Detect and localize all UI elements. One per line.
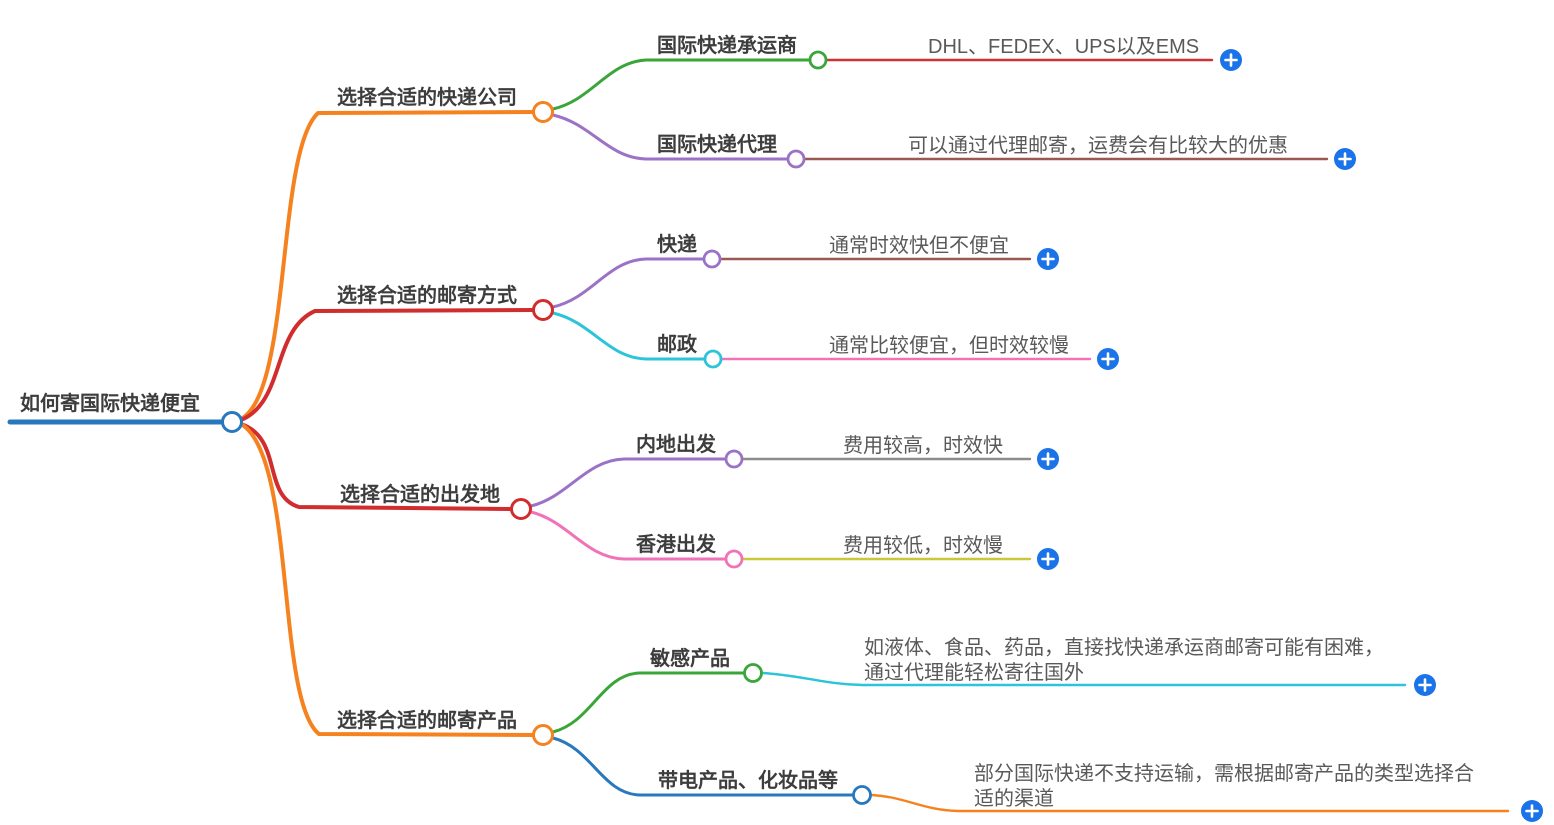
add-node-button-hongkong[interactable] bbox=[1037, 548, 1059, 570]
company-node-handle[interactable] bbox=[532, 101, 554, 123]
leaf-note-express[interactable]: 通常时效快但不便宜 bbox=[829, 235, 1009, 257]
electric-node-handle[interactable] bbox=[852, 785, 872, 805]
edge-root-to-origin bbox=[239, 422, 514, 511]
branch-label-origin[interactable]: 选择合适的出发地 bbox=[340, 484, 500, 506]
child-label-agent[interactable]: 国际快递代理 bbox=[657, 134, 777, 156]
child-label-carrier[interactable]: 国际快递承运商 bbox=[657, 35, 797, 57]
add-node-button-mainland[interactable] bbox=[1037, 448, 1059, 470]
branch-label-product[interactable]: 选择合适的邮寄产品 bbox=[337, 710, 517, 732]
leaf-note-mainland[interactable]: 费用较高，时效快 bbox=[843, 435, 1003, 457]
leaf-note-agent[interactable]: 可以通过代理邮寄，运费会有比较大的优惠 bbox=[908, 135, 1288, 157]
hongkong-node-handle[interactable] bbox=[724, 549, 744, 569]
edge-product-to-sensitive bbox=[551, 671, 746, 734]
origin-node-handle[interactable] bbox=[510, 498, 532, 520]
leaf-note-hongkong[interactable]: 费用较低，时效慢 bbox=[843, 535, 1003, 557]
sensitive-node-handle[interactable] bbox=[743, 663, 763, 683]
product-node-handle[interactable] bbox=[532, 724, 554, 746]
express-node-handle[interactable] bbox=[702, 249, 722, 269]
agent-node-handle[interactable] bbox=[786, 149, 806, 169]
edge-company-to-carrier bbox=[551, 58, 811, 111]
carrier-node-handle[interactable] bbox=[808, 50, 828, 70]
postal-node-handle[interactable] bbox=[703, 349, 723, 369]
child-label-electric[interactable]: 带电产品、化妆品等 bbox=[658, 770, 838, 792]
method-node-handle[interactable] bbox=[532, 299, 554, 321]
leaf-line-sensitive-note bbox=[760, 671, 1407, 687]
mainland-node-handle[interactable] bbox=[724, 449, 744, 469]
child-label-sensitive[interactable]: 敏感产品 bbox=[650, 648, 730, 670]
add-node-button-carrier[interactable] bbox=[1220, 49, 1242, 71]
branch-label-company[interactable]: 选择合适的快递公司 bbox=[337, 87, 517, 109]
edge-root-to-method bbox=[239, 308, 535, 422]
add-node-button-express[interactable] bbox=[1037, 248, 1059, 270]
edge-product-to-electric bbox=[551, 736, 854, 797]
child-label-hongkong[interactable]: 香港出发 bbox=[636, 534, 716, 556]
add-node-button-sensitive[interactable] bbox=[1414, 674, 1436, 696]
leaf-note-postal[interactable]: 通常比较便宜，但时效较慢 bbox=[829, 335, 1069, 357]
leaf-note-sensitive[interactable]: 如液体、食品、药品，直接找快递承运商邮寄可能有困难，通过代理能轻松寄往国外 bbox=[864, 637, 1384, 684]
root-node-handle[interactable] bbox=[221, 411, 243, 433]
edge-company-to-agent bbox=[551, 113, 789, 161]
edge-origin-to-mainland bbox=[529, 457, 727, 508]
add-node-button-electric[interactable] bbox=[1521, 800, 1543, 822]
child-label-mainland[interactable]: 内地出发 bbox=[636, 434, 716, 456]
child-label-express[interactable]: 快递 bbox=[657, 234, 697, 256]
branch-label-method[interactable]: 选择合适的邮寄方式 bbox=[337, 285, 517, 307]
edge-origin-to-hongkong bbox=[529, 510, 727, 561]
leaf-note-electric[interactable]: 部分国际快递不支持运输，需根据邮寄产品的类型选择合适的渠道 bbox=[974, 763, 1474, 810]
edge-root-to-product bbox=[239, 422, 535, 737]
leaf-note-carrier[interactable]: DHL、FEDEX、UPS以及EMS bbox=[928, 36, 1200, 58]
leaf-line-electric-note bbox=[870, 793, 1510, 813]
root-node-label[interactable]: 如何寄国际快递便宜 bbox=[20, 393, 200, 415]
child-label-postal[interactable]: 邮政 bbox=[657, 334, 697, 356]
edge-method-to-postal bbox=[551, 311, 706, 361]
add-node-button-postal[interactable] bbox=[1097, 348, 1119, 370]
add-node-button-agent[interactable] bbox=[1334, 148, 1356, 170]
edge-method-to-express bbox=[551, 257, 705, 309]
edge-root-to-company bbox=[239, 110, 535, 421]
